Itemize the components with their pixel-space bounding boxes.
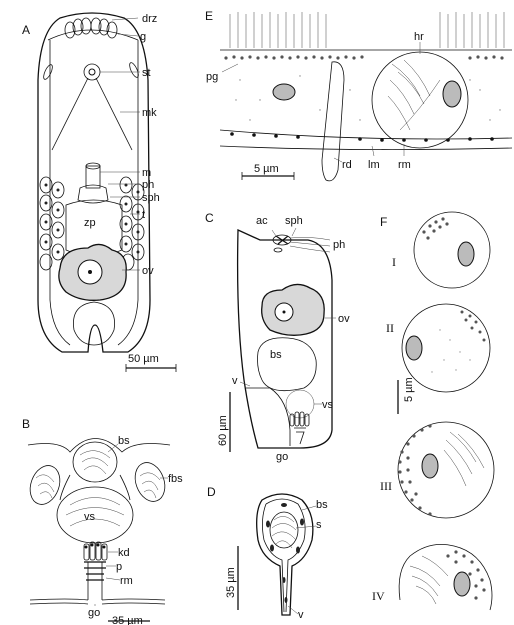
panel-e-letter: E — [205, 9, 213, 23]
panel-c-vagina — [246, 387, 291, 446]
panel-e-label-rd: rd — [342, 159, 352, 171]
panel-b-kd — [83, 541, 108, 561]
panel-a-posterior-organ — [73, 301, 115, 346]
panel-e-rhabdite — [321, 61, 345, 182]
panel-a-pharynx — [77, 184, 109, 204]
panel-a-label-g: g — [140, 31, 146, 43]
panel-e-label-pg: pg — [206, 71, 218, 83]
panel-f-letter: F — [380, 215, 387, 229]
panel-a-gland-left — [43, 64, 53, 80]
panel-f-scale-label: 5 µm — [403, 377, 415, 402]
panel-f-stage-4-label: IV — [372, 589, 385, 603]
panel-a: A — [22, 12, 177, 372]
panel-e-muscle-dots — [230, 132, 494, 142]
panel-b: B bs fbs vs kd — [22, 417, 183, 625]
panel-e-basal-line — [219, 129, 513, 140]
panel-a-letter: A — [22, 23, 30, 37]
panel-a-gland-right — [129, 62, 139, 78]
panel-d-label-v: v — [298, 609, 304, 621]
panel-b-letter: B — [22, 417, 30, 431]
panel-c-label-ph: ph — [333, 239, 345, 251]
panel-b-label-kd: kd — [118, 547, 130, 559]
panel-e-label-lm: lm — [368, 159, 380, 171]
panel-c-label-sph: sph — [285, 215, 303, 227]
panel-a-label-drz: drz — [142, 13, 157, 25]
panel-d-sperm-mass — [269, 511, 299, 549]
panel-a-label-t: t — [142, 209, 145, 221]
panel-e-cilia — [229, 12, 505, 48]
panel-c-label-ac: ac — [256, 215, 268, 227]
panel-f-stage-1-label: I — [392, 255, 396, 269]
panel-a-mk-lines — [51, 77, 133, 151]
panel-a-mouth — [85, 165, 101, 189]
panel-b-fbs-right — [134, 462, 166, 502]
panel-f-stage-1-cell — [413, 211, 491, 289]
panel-a-statocyst — [83, 63, 101, 81]
panel-c-label-bs: bs — [270, 349, 282, 361]
panel-c-scale-label: 60 µm — [217, 415, 229, 446]
panel-a-body-outline — [37, 12, 151, 353]
panel-d-label-s: s — [316, 519, 322, 531]
panel-a-label-sph: sph — [142, 192, 160, 204]
panel-e-nucleus — [272, 83, 296, 101]
panel-c-letter: C — [205, 211, 214, 225]
panel-c-label-go: go — [276, 451, 288, 463]
panel-a-label-zp: zp — [84, 217, 96, 229]
panel-a-label-st: st — [142, 67, 151, 79]
panel-d-nuclei — [266, 503, 304, 603]
panel-e-label-hr: hr — [414, 31, 424, 43]
panel-a-label-m: m — [142, 167, 151, 179]
panel-b-penis — [87, 562, 103, 600]
panel-c-bursa — [257, 337, 317, 392]
panel-b-label-bs: bs — [118, 435, 130, 447]
panel-e-scale-label: 5 µm — [254, 163, 279, 175]
panel-b-rm-rings — [84, 561, 106, 581]
panel-c-label-ov: ov — [338, 313, 350, 325]
panel-e: E — [205, 9, 513, 182]
panel-b-vs — [56, 486, 134, 544]
panel-e-pigment-granules — [224, 55, 504, 60]
panel-a-testes — [39, 176, 145, 271]
panel-a-scale-label: 50 µm — [128, 353, 159, 365]
panel-b-label-vs: vs — [84, 511, 96, 523]
panel-c: C ac sph ph ov bs v vs go — [205, 211, 350, 463]
panel-c-body-outline — [236, 229, 333, 449]
panel-c-label-vs: vs — [322, 399, 334, 411]
panel-f: F I II 5 µm II — [372, 211, 495, 611]
panel-c-pharynx — [272, 234, 292, 246]
panel-d-outline — [256, 493, 314, 616]
panel-a-label-ov: ov — [142, 265, 154, 277]
panel-f-stage-3-label: III — [380, 479, 392, 493]
panel-b-label-rm: rm — [120, 575, 133, 587]
panel-b-surface — [27, 438, 171, 453]
panel-d-label-bs: bs — [316, 499, 328, 511]
panel-b-label-p: p — [116, 561, 122, 573]
panel-b-bursa — [72, 441, 118, 483]
panel-a-drz-rods — [64, 17, 118, 39]
panel-f-stage-4-cell — [398, 543, 493, 611]
panel-b-fbs-left — [29, 465, 61, 505]
panel-e-label-rm: rm — [398, 159, 411, 171]
panel-f-stage-3-cell — [397, 421, 495, 519]
panel-b-label-go: go — [88, 607, 100, 619]
panel-e-hr-nucleus — [442, 80, 462, 108]
panel-d-letter: D — [207, 485, 216, 499]
panel-b-scale-label: 35 µm — [112, 615, 143, 625]
panel-a-label-ph: ph — [142, 179, 154, 191]
panel-f-stage-2-label: II — [386, 321, 394, 335]
panel-b-label-fbs: fbs — [168, 473, 183, 485]
panel-f-stage-2-cell — [401, 303, 491, 393]
panel-d: D bs s v 35 µm — [207, 485, 328, 621]
panel-a-label-mk: mk — [142, 107, 157, 119]
panel-d-scale-label: 35 µm — [225, 567, 237, 598]
panel-c-label-v: v — [232, 375, 238, 387]
panel-a-testes-nuclei — [44, 183, 140, 254]
